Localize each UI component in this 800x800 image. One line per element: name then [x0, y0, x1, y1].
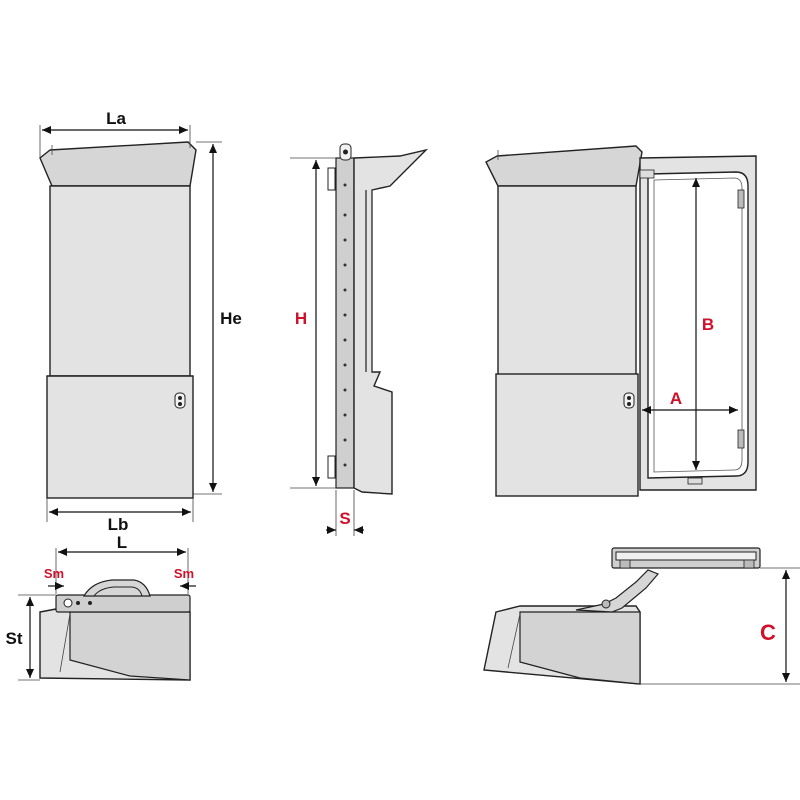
s-label: S: [339, 509, 350, 528]
open-door-view: A B: [485, 145, 757, 497]
lb-label: Lb: [108, 515, 129, 534]
he-label: He: [220, 309, 242, 328]
a-label: A: [670, 389, 682, 408]
front-view: La He Lb: [39, 109, 242, 534]
lock-icon: [174, 392, 186, 409]
sm-left-label: Sm: [44, 566, 64, 581]
top-view-open: C: [483, 547, 800, 685]
la-label: La: [106, 109, 126, 128]
b-label: B: [702, 315, 714, 334]
c-label: C: [760, 620, 776, 645]
l-label: L: [117, 533, 127, 552]
sm-right-label: Sm: [174, 566, 194, 581]
side-view: H S: [290, 143, 429, 536]
door-lock-icon: [623, 392, 635, 409]
st-label: St: [6, 629, 23, 648]
top-view: L Sm Sm St: [6, 533, 196, 681]
h-label: H: [295, 309, 307, 328]
